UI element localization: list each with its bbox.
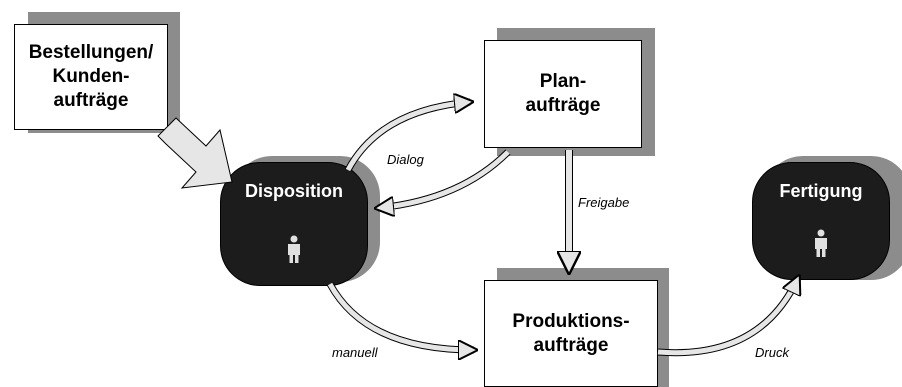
fertigung-title: Fertigung	[779, 181, 863, 201]
disposition-node: Disposition	[220, 162, 368, 286]
person-icon	[815, 229, 827, 257]
production-box-label: Produktions- aufträge	[512, 310, 630, 356]
plan-box-label: Plan- aufträge	[525, 71, 601, 116]
production-to-fertigung-arrow	[657, 276, 802, 357]
production-box: Produktions- aufträge	[484, 280, 658, 387]
dialog-label: Dialog	[387, 152, 424, 167]
orders-box-label: Bestellungen/ Kunden- aufträge	[28, 42, 154, 111]
druck-label: Druck	[755, 345, 789, 360]
freigabe-label: Freigabe	[578, 195, 630, 210]
disposition-title: Disposition	[245, 181, 343, 201]
person-icon	[288, 235, 300, 263]
plan-box: Plan- aufträge	[484, 40, 642, 148]
orders-box: Bestellungen/ Kunden- aufträge	[14, 24, 168, 130]
orders-to-disposition-arrow	[157, 117, 233, 189]
fertigung-node: Fertigung	[752, 162, 890, 280]
manuell-label: manuell	[332, 345, 378, 360]
